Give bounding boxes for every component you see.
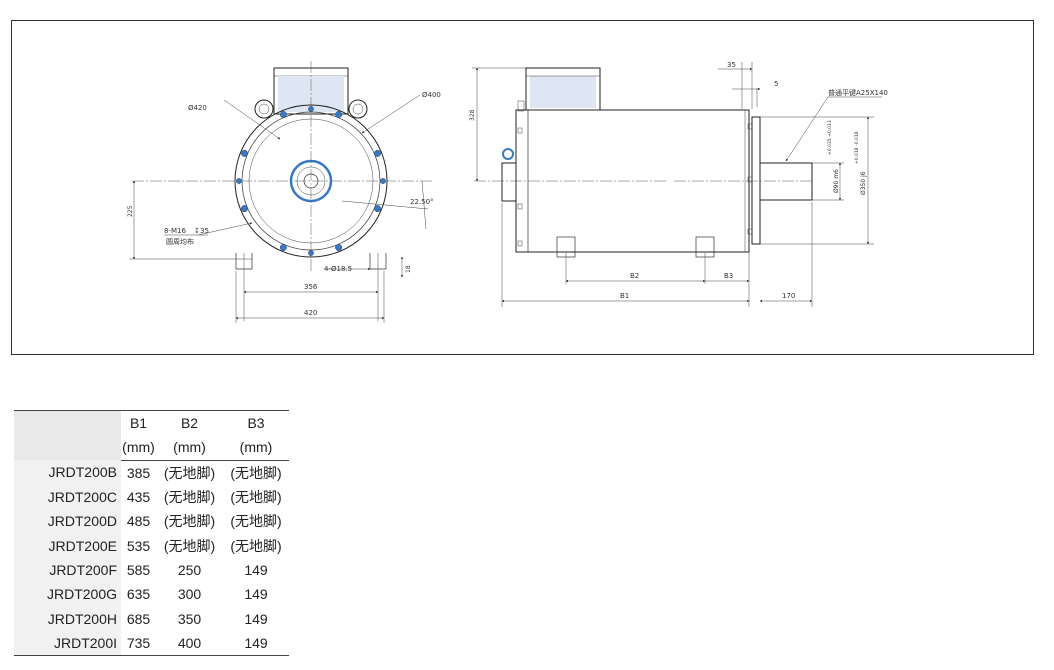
- row-b2: 400: [156, 630, 223, 656]
- axis-hole: [308, 106, 314, 112]
- row-model: JRDT200D: [14, 509, 121, 534]
- row-b3: (无地脚): [230, 513, 282, 530]
- row-model: JRDT200I: [14, 630, 121, 656]
- dim-5: 5: [774, 80, 778, 88]
- row-b1: 735: [121, 630, 156, 656]
- bolt-holes: [236, 106, 386, 256]
- table-row: JRDT200B 385 (无地脚) (无地脚): [14, 460, 289, 485]
- table-row: JRDT200G 635 300 149: [14, 582, 289, 607]
- row-b1: 435: [126, 489, 151, 506]
- bolt-note-cn: 圆周均布: [166, 237, 194, 246]
- row-b2: (无地脚): [163, 537, 216, 554]
- row-b2: 350: [177, 610, 202, 627]
- drawing-svg: Ø420 Ø400 225 8-M16 ↧ 35 圆周均布 22.50° 4-Ø…: [127, 61, 888, 323]
- dim-18: 18: [405, 265, 412, 273]
- technical-drawing: Ø420 Ø400 225 8-M16 ↧ 35 圆周均布 22.50° 4-Ø…: [11, 20, 1034, 355]
- shaft-tol: +0.035 +0.013: [827, 120, 833, 155]
- dim-170: 170: [782, 292, 795, 300]
- key-note: 普通平键A25X140: [828, 88, 888, 97]
- bolt-note: 8-M16: [164, 227, 186, 235]
- dim-35: 35: [727, 61, 736, 69]
- col-b3-unit: (mm): [223, 435, 289, 461]
- dim-b1: B1: [620, 292, 629, 300]
- rear-cap: [501, 162, 517, 202]
- bolt-hole: [374, 149, 381, 157]
- row-model: JRDT200G: [14, 582, 121, 607]
- row-b1: 635: [126, 586, 151, 603]
- row-b3: 149: [244, 561, 268, 578]
- table-unit-row: (mm) (mm) (mm): [14, 435, 289, 461]
- row-b1: 585: [126, 561, 151, 578]
- bolt-hole: [241, 205, 248, 213]
- flange-tol: +0.018 -0.018: [854, 131, 860, 164]
- col-b2-label: B2: [156, 410, 223, 436]
- row-b1: 535: [126, 537, 151, 554]
- row-b2: (无地脚): [163, 513, 216, 530]
- row-b3: (无地脚): [230, 489, 282, 506]
- row-b1: 385: [126, 464, 151, 481]
- row-b3: 149: [244, 610, 268, 627]
- dim-b2: B2: [630, 272, 639, 280]
- dim-356: 356: [304, 283, 318, 291]
- svg-text:↧: ↧: [194, 227, 200, 235]
- bolt-hole: [241, 149, 248, 157]
- row-b3: (无地脚): [230, 464, 282, 481]
- row-b3: 149: [223, 630, 289, 656]
- side-flange: [751, 116, 761, 245]
- foot-holes-note: 4-Ø18.5: [324, 265, 352, 273]
- lifting-eye-right: [348, 99, 368, 119]
- table-row: JRDT200C 435 (无地脚) (无地脚): [14, 484, 289, 510]
- row-b3: (无地脚): [230, 537, 282, 554]
- shaft-dia: Ø90 m6: [833, 169, 840, 193]
- shaft: [759, 162, 813, 201]
- bolt-hole: [279, 244, 287, 251]
- row-model: JRDT200H: [14, 606, 121, 631]
- row-b3: 149: [244, 586, 268, 603]
- dim-328: 328: [469, 109, 476, 121]
- table-header-row: B1 B2 B3: [14, 410, 289, 461]
- row-b2: (无地脚): [163, 464, 216, 481]
- row-b2: 300: [177, 586, 202, 603]
- side-view: 328 35 5 普通平键A25X140 Ø90 m6 +0.035 +0.01…: [469, 61, 888, 307]
- dim-420: 420: [304, 309, 317, 317]
- col-b2-unit: (mm): [156, 435, 223, 461]
- flange-dia: Ø350 j6: [860, 171, 867, 195]
- table-row: JRDT200I 735 400 149: [14, 630, 289, 656]
- table-row: JRDT200E 535 (无地脚) (无地脚): [14, 533, 289, 558]
- table-row: JRDT200H 685 350 149: [14, 606, 289, 631]
- row-b1: 685: [126, 610, 151, 627]
- dim-dia-400: Ø400: [422, 91, 441, 99]
- bolt-depth: 35: [200, 227, 209, 235]
- axis-hole: [380, 178, 386, 184]
- bolt-hole: [335, 111, 343, 118]
- dim-dia-420: Ø420: [188, 104, 207, 112]
- col-b3-label: B3: [223, 410, 289, 436]
- row-model: JRDT200F: [14, 557, 121, 583]
- row-b2: 250: [177, 561, 202, 578]
- front-view: Ø420 Ø400 225 8-M16 ↧ 35 圆周均布 22.50° 4-Ø…: [127, 61, 441, 323]
- bolt-hole: [335, 244, 343, 251]
- axis-hole: [236, 178, 242, 184]
- col-b1-label: B1: [121, 410, 156, 436]
- table-corner: [14, 410, 121, 461]
- rear-eye: [502, 148, 514, 160]
- axis-hole: [308, 250, 314, 256]
- row-model: JRDT200E: [14, 533, 121, 558]
- table-row: JRDT200F 585 250 149: [14, 557, 289, 583]
- bolt-hole: [279, 111, 287, 118]
- dim-b3: B3: [724, 272, 733, 280]
- col-b1-unit: (mm): [121, 435, 156, 461]
- row-model: JRDT200B: [14, 460, 121, 485]
- dim-angle: 22.50°: [410, 198, 434, 206]
- row-b2: (无地脚): [163, 489, 216, 506]
- lifting-eye-left: [254, 99, 274, 119]
- row-model: JRDT200C: [14, 484, 121, 510]
- row-b1: 485: [126, 513, 151, 530]
- table-row: JRDT200D 485 (无地脚) (无地脚): [14, 509, 289, 534]
- bolt-hole: [374, 205, 381, 213]
- spec-table: B1 B2 B3 (mm) (mm) (mm) JRDT200B 385 (无地…: [14, 410, 289, 656]
- dim-height-225: 225: [127, 205, 134, 217]
